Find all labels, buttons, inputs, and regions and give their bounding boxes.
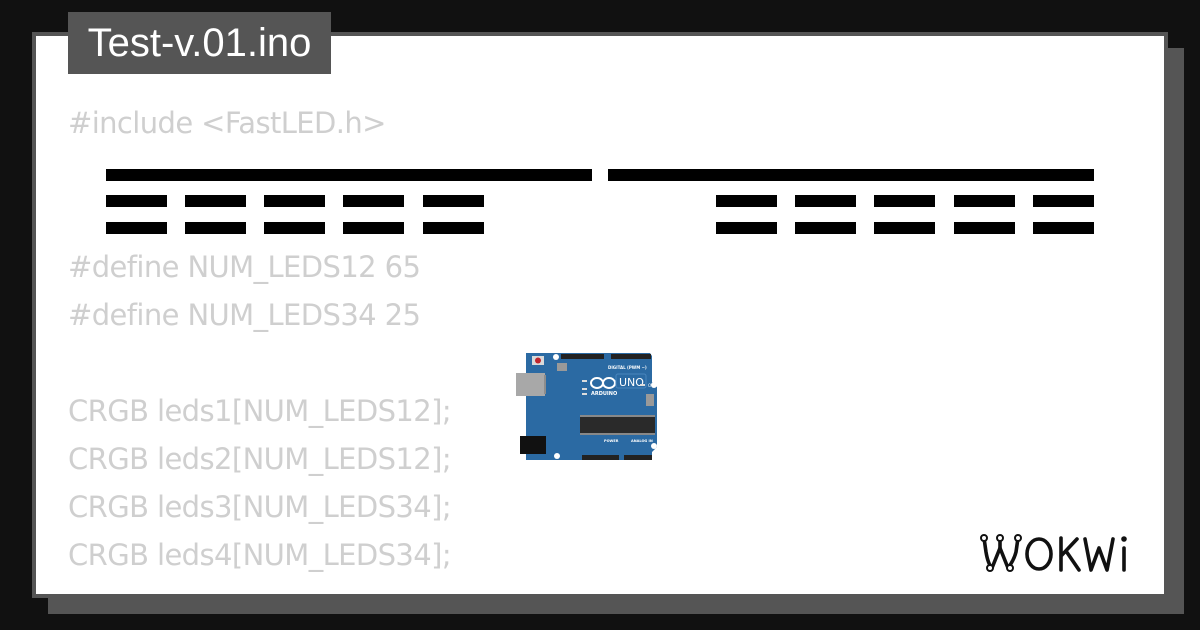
wokwi-logo[interactable]: [978, 530, 1150, 574]
code-line-include: #include <FastLED.h>: [68, 106, 386, 140]
svg-text:POWER: POWER: [604, 439, 619, 443]
led-strip-short[interactable]: [343, 195, 404, 207]
svg-text:ON: ON: [648, 383, 654, 388]
led-strip-short[interactable]: [716, 195, 777, 207]
led-strip-short[interactable]: [874, 222, 935, 234]
led-strip-short[interactable]: [795, 195, 856, 207]
led-strip-long-1[interactable]: [106, 169, 592, 181]
code-line-define-1: #define NUM_LEDS12 65: [68, 250, 421, 284]
led-strip-short[interactable]: [264, 222, 325, 234]
led-strip-short[interactable]: [1033, 222, 1094, 234]
led-strip-short[interactable]: [954, 222, 1015, 234]
usb-port-icon: [516, 373, 545, 396]
led-strip-short[interactable]: [716, 222, 777, 234]
svg-text:DIGITAL (PWM ~): DIGITAL (PWM ~): [608, 365, 647, 370]
led-strip-long-2[interactable]: [608, 169, 1094, 181]
led-strip-short[interactable]: [954, 195, 1015, 207]
arduino-infinity-logo: [590, 377, 616, 389]
led-strip-short[interactable]: [423, 195, 484, 207]
microcontroller-chip-icon: [580, 415, 655, 435]
svg-text:UNO: UNO: [619, 376, 644, 389]
svg-text:ANALOG IN: ANALOG IN: [631, 439, 653, 443]
code-line-crgb-2: CRGB leds2[NUM_LEDS12];: [68, 442, 452, 476]
project-title: Test-v.01.ino: [68, 12, 331, 74]
led-strip-short[interactable]: [106, 222, 167, 234]
led-strip-short[interactable]: [185, 222, 246, 234]
led-strip-short[interactable]: [1033, 195, 1094, 207]
arduino-uno-board[interactable]: DIGITAL (PWM ~) UNO ARDUINO ON POWER ANA…: [516, 352, 658, 461]
led-strip-short[interactable]: [185, 195, 246, 207]
code-line-define-2: #define NUM_LEDS34 25: [68, 298, 421, 332]
led-strip-short[interactable]: [106, 195, 167, 207]
led-strip-short[interactable]: [264, 195, 325, 207]
led-strip-short[interactable]: [343, 222, 404, 234]
preview-card: [32, 32, 1168, 598]
led-strip-short[interactable]: [423, 222, 484, 234]
led-strip-short[interactable]: [874, 195, 935, 207]
code-line-crgb-3: CRGB leds3[NUM_LEDS34];: [68, 490, 452, 524]
power-jack-icon: [520, 436, 546, 454]
svg-text:ARDUINO: ARDUINO: [591, 391, 617, 397]
code-line-crgb-4: CRGB leds4[NUM_LEDS34];: [68, 538, 452, 572]
led-strip-short[interactable]: [795, 222, 856, 234]
code-line-crgb-1: CRGB leds1[NUM_LEDS12];: [68, 394, 452, 428]
